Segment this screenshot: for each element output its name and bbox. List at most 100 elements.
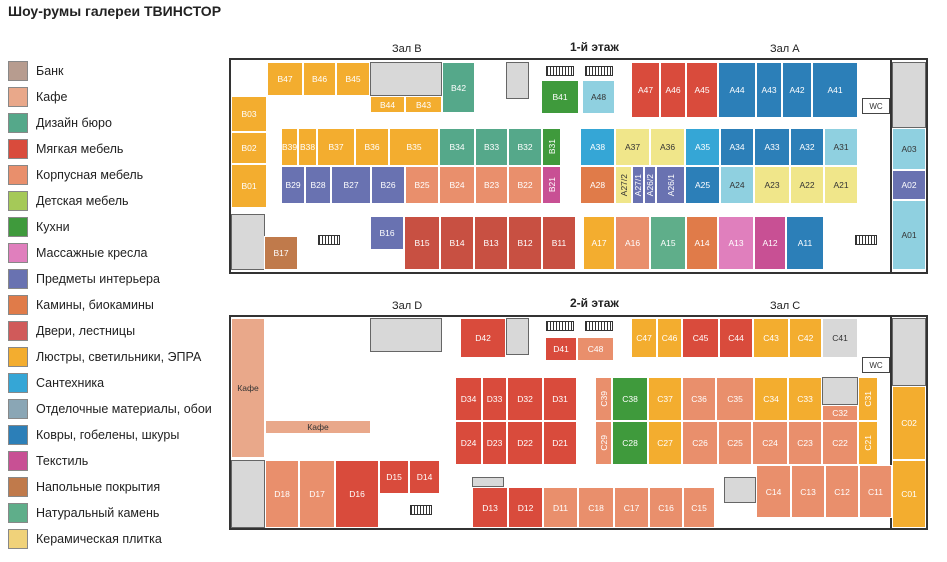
showroom-a33[interactable]: A33 [754, 128, 790, 166]
showroom-a45[interactable]: A45 [686, 62, 718, 118]
showroom-b13[interactable]: B13 [474, 216, 508, 270]
showroom-c16[interactable]: C16 [649, 487, 683, 528]
showroom-b45[interactable]: B45 [336, 62, 370, 96]
showroom-b15[interactable]: B15 [404, 216, 440, 270]
legend-item[interactable]: Натуральный камень [8, 502, 159, 524]
showroom-c15[interactable]: C15 [683, 487, 715, 528]
showroom-b43[interactable]: B43 [405, 96, 442, 113]
showroom-c45[interactable]: C45 [682, 318, 719, 358]
legend-item[interactable]: Предметы интерьера [8, 268, 160, 290]
showroom-c25[interactable]: C25 [718, 421, 752, 465]
showroom-d12[interactable]: D12 [508, 487, 543, 528]
cafe-area[interactable]: Кафе [231, 318, 265, 458]
showroom-a23[interactable]: A23 [754, 166, 790, 204]
showroom-c17[interactable]: C17 [614, 487, 649, 528]
legend-item[interactable]: Корпусная мебель [8, 164, 143, 186]
legend-item[interactable]: Сантехника [8, 372, 104, 394]
showroom-c37[interactable]: C37 [648, 377, 682, 421]
showroom-d11[interactable]: D11 [543, 487, 578, 528]
showroom-c13[interactable]: C13 [791, 465, 825, 518]
showroom-b12[interactable]: B12 [508, 216, 542, 270]
showroom-a36[interactable]: A36 [650, 128, 685, 166]
showroom-c34[interactable]: C34 [754, 377, 788, 421]
showroom-a44[interactable]: A44 [718, 62, 756, 118]
showroom-a37[interactable]: A37 [615, 128, 650, 166]
showroom-c46[interactable]: C46 [657, 318, 682, 358]
showroom-b41[interactable]: B41 [541, 80, 579, 114]
showroom-a22[interactable]: A22 [790, 166, 824, 204]
showroom-a27-2[interactable]: A27/2 [615, 166, 632, 204]
showroom-d15[interactable]: D15 [379, 460, 409, 494]
showroom-c12[interactable]: C12 [825, 465, 859, 518]
showroom-a28[interactable]: A28 [580, 166, 615, 204]
showroom-c44[interactable]: C44 [719, 318, 753, 358]
showroom-b42[interactable]: B42 [442, 62, 475, 113]
showroom-a31[interactable]: A31 [824, 128, 858, 166]
showroom-c27[interactable]: C27 [648, 421, 682, 465]
showroom-a26-1[interactable]: A26/1 [656, 166, 685, 204]
showroom-a26-2[interactable]: A26/2 [644, 166, 656, 204]
showroom-a17[interactable]: A17 [583, 216, 615, 270]
legend-item[interactable]: Люстры, светильники, ЭПРА [8, 346, 201, 368]
showroom-d22[interactable]: D22 [507, 421, 543, 465]
showroom-b26[interactable]: B26 [371, 166, 405, 204]
showroom-b03[interactable]: B03 [231, 96, 267, 132]
showroom-d16[interactable]: D16 [335, 460, 379, 528]
showroom-c39[interactable]: C39 [595, 377, 612, 421]
showroom-c24[interactable]: C24 [752, 421, 788, 465]
showroom-c11[interactable]: C11 [859, 465, 892, 518]
showroom-c26[interactable]: C26 [682, 421, 718, 465]
legend-item[interactable]: Отделочные материалы, обои [8, 398, 212, 420]
showroom-b17[interactable]: B17 [264, 236, 298, 270]
showroom-a46[interactable]: A46 [660, 62, 686, 118]
showroom-c21[interactable]: C21 [858, 421, 878, 465]
showroom-a41[interactable]: A41 [812, 62, 858, 118]
showroom-a25[interactable]: A25 [685, 166, 720, 204]
showroom-d34[interactable]: D34 [455, 377, 482, 421]
legend-item[interactable]: Камины, биокамины [8, 294, 154, 316]
legend-item[interactable]: Керамическая плитка [8, 528, 162, 550]
showroom-b22[interactable]: B22 [508, 166, 542, 204]
showroom-b29[interactable]: B29 [281, 166, 305, 204]
showroom-c38[interactable]: C38 [612, 377, 648, 421]
showroom-c42[interactable]: C42 [789, 318, 822, 358]
showroom-c41[interactable]: C41 [822, 318, 858, 358]
showroom-d21[interactable]: D21 [543, 421, 577, 465]
legend-item[interactable]: Ковры, гобелены, шкуры [8, 424, 179, 446]
legend-item[interactable]: Напольные покрытия [8, 476, 160, 498]
showroom-b39[interactable]: B39 [281, 128, 298, 166]
showroom-b02[interactable]: B02 [231, 132, 267, 164]
showroom-c29[interactable]: C29 [595, 421, 612, 465]
legend-item[interactable]: Массажные кресла [8, 242, 148, 264]
showroom-d17[interactable]: D17 [299, 460, 335, 528]
legend-item[interactable]: Кафе [8, 86, 67, 108]
showroom-c43[interactable]: C43 [753, 318, 789, 358]
showroom-c33[interactable]: C33 [788, 377, 822, 421]
showroom-a11[interactable]: A11 [786, 216, 824, 270]
showroom-a32[interactable]: A32 [790, 128, 824, 166]
showroom-c22[interactable]: C22 [822, 421, 858, 465]
showroom-b27[interactable]: B27 [331, 166, 371, 204]
showroom-d23[interactable]: D23 [482, 421, 507, 465]
legend-item[interactable]: Двери, лестницы [8, 320, 135, 342]
showroom-a13[interactable]: A13 [718, 216, 754, 270]
showroom-d13[interactable]: D13 [472, 487, 508, 528]
showroom-b37[interactable]: B37 [317, 128, 355, 166]
showroom-a47[interactable]: A47 [631, 62, 660, 118]
showroom-c35[interactable]: C35 [716, 377, 754, 421]
showroom-c36[interactable]: C36 [682, 377, 716, 421]
showroom-b32[interactable]: B32 [508, 128, 542, 166]
showroom-d18[interactable]: D18 [265, 460, 299, 528]
showroom-b16[interactable]: B16 [370, 216, 404, 250]
showroom-a48[interactable]: A48 [582, 80, 615, 114]
showroom-c28[interactable]: C28 [612, 421, 648, 465]
showroom-a16[interactable]: A16 [615, 216, 650, 270]
showroom-b31[interactable]: B31 [542, 128, 561, 166]
showroom-d31[interactable]: D31 [543, 377, 577, 421]
showroom-b34[interactable]: B34 [439, 128, 475, 166]
showroom-c18[interactable]: C18 [578, 487, 614, 528]
showroom-b11[interactable]: B11 [542, 216, 576, 270]
showroom-a35[interactable]: A35 [685, 128, 720, 166]
showroom-a34[interactable]: A34 [720, 128, 754, 166]
showroom-d32[interactable]: D32 [507, 377, 543, 421]
